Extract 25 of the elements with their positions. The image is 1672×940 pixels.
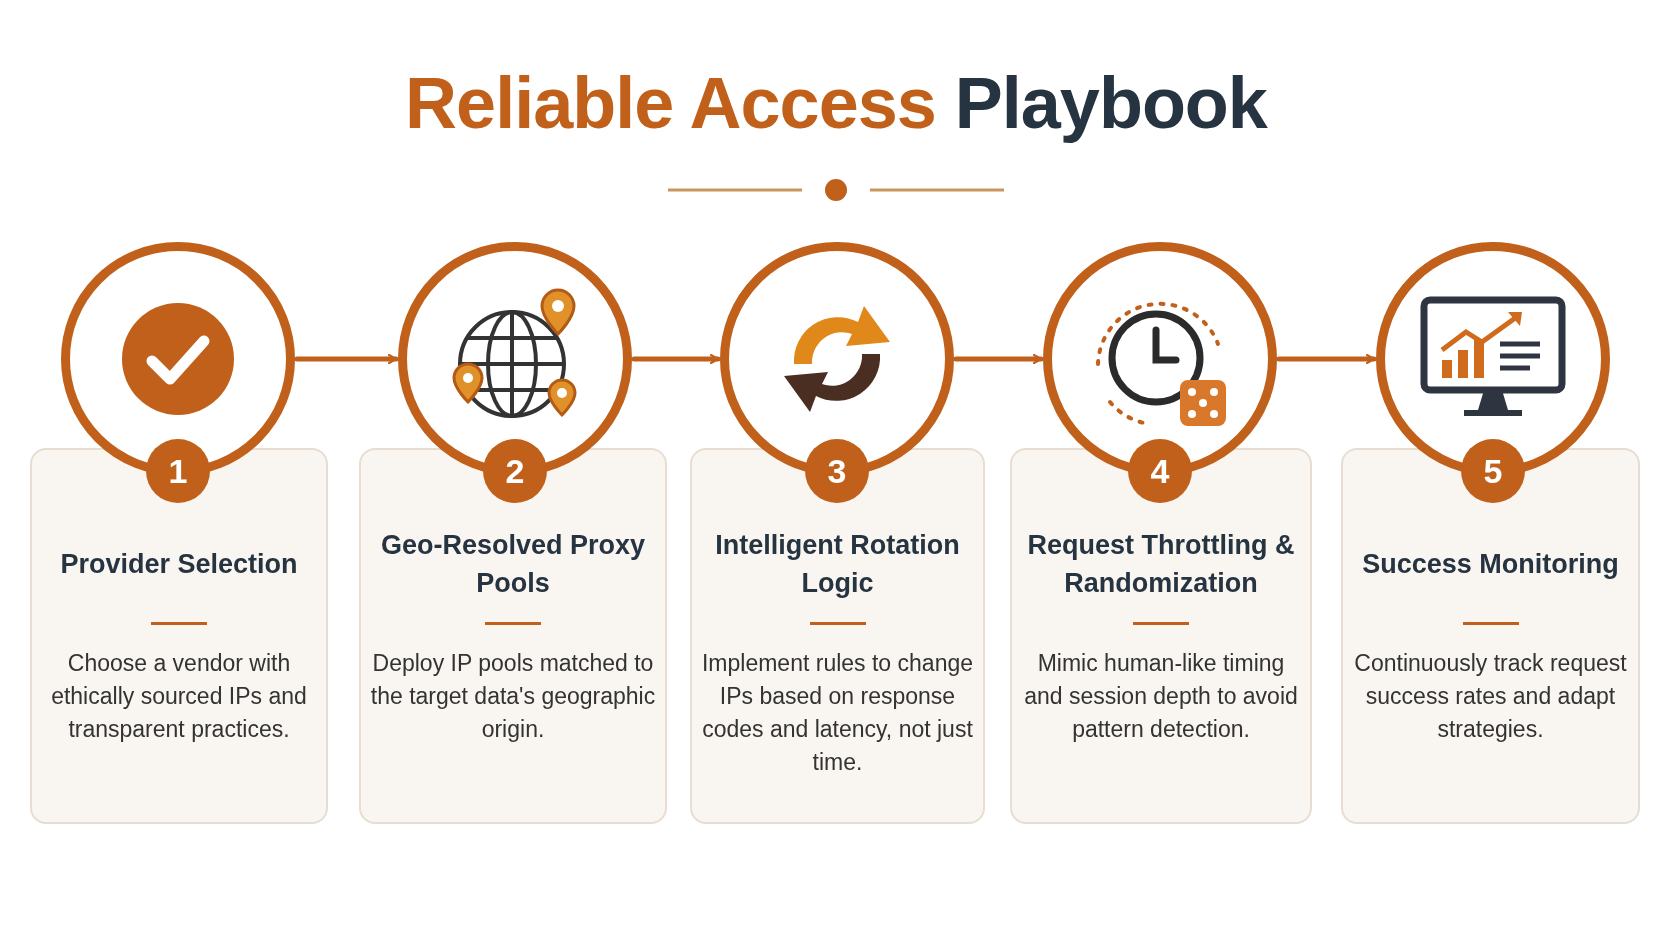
step-description: Continuously track request success rates and adapt strategies.	[1353, 649, 1628, 744]
step-number: 5	[1461, 439, 1525, 503]
step-number: 4	[1128, 439, 1192, 503]
step-heading: Provider Selection	[59, 548, 299, 581]
step-card	[30, 448, 328, 824]
step-number: 3	[805, 439, 869, 503]
step-heading: Request Throttling & Randomization	[1026, 529, 1296, 600]
step-number: 1	[146, 439, 210, 503]
arrow	[953, 353, 1044, 365]
step-description: Deploy IP pools matched to the target data's geographic origin.	[369, 649, 657, 744]
step-card	[359, 448, 667, 824]
arrow	[1276, 353, 1377, 365]
step-card	[1010, 448, 1312, 824]
step-description: Choose a vendor with ethically sourced IPs and transparent practices.	[50, 649, 308, 744]
arrow	[631, 353, 721, 365]
step-heading: Success Monitoring	[1361, 548, 1620, 581]
step-heading: Geo-Resolved Proxy Pools	[379, 529, 647, 600]
step-heading: Intelligent Rotation Logic	[714, 529, 961, 600]
arrow	[294, 353, 399, 365]
title: Reliable Access Playbook	[404, 62, 1269, 144]
step-card	[690, 448, 985, 824]
step-description: Implement rules to change IPs based on response codes and latency, not just time.	[700, 649, 974, 777]
step-number: 2	[483, 439, 547, 503]
step-card	[1341, 448, 1640, 824]
step-description: Mimic human-like timing and session depth to avoid pattern detection.	[1023, 649, 1299, 744]
